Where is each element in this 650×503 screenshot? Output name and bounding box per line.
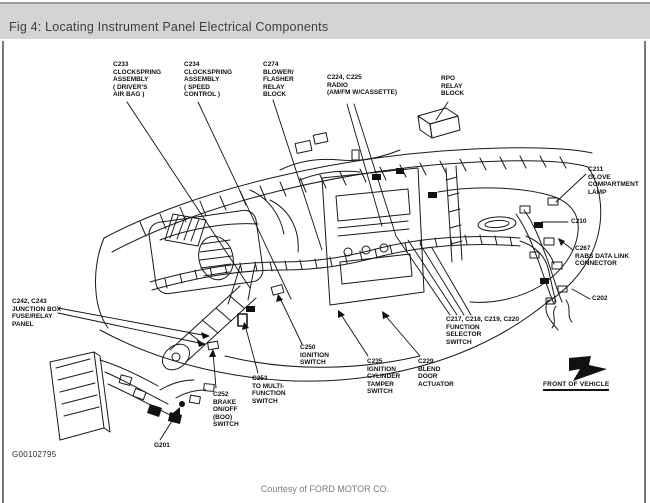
callout-text-line: ASSEMBLY — [184, 76, 220, 84]
figure-frame — [2, 41, 646, 503]
callout-text-line: DOOR — [418, 373, 438, 381]
callout-text-line: C202 — [592, 295, 608, 302]
callout-text-line: C234 — [184, 61, 200, 68]
callout-text-line: ASSEMBLY — [113, 76, 149, 84]
callout-text-line: SWITCH — [252, 397, 278, 405]
courtesy-footer: Courtesy of FORD MOTOR CO. — [260, 484, 390, 494]
figure-title-bar: Fig 4: Locating Instrument Panel Electri… — [0, 2, 650, 39]
callout-text-line: CLOCKSPRING — [184, 68, 233, 76]
callout-text-line: COMPARTMENT — [588, 181, 639, 189]
callout-c235-ignition-cylinder-tamper-switch: C235 IGNITION CYLINDER TAMPER SWITCH — [367, 358, 400, 396]
callout-c210: C210 — [571, 218, 587, 226]
callout-text-line: C253 — [252, 375, 268, 382]
callout-text-line: RELAY — [441, 82, 463, 90]
callout-text-line: IGNITION — [300, 351, 329, 359]
callout-text-line: C210 — [571, 218, 587, 225]
callout-c233-clockspring-drivers-airbag: C233 CLOCKSPRING ASSEMBLY ( DRIVER'S AIR… — [113, 61, 161, 99]
callout-text-line: TO MULTI- — [252, 382, 285, 390]
callout-c202: C202 — [592, 295, 608, 303]
callout-text-line: CYLINDER — [367, 373, 401, 381]
leader-lines — [57, 99, 591, 441]
callout-text-line: ( SPEED — [184, 83, 211, 91]
callout-text-line: RADIO — [327, 81, 348, 89]
figure-id: G00102795 — [12, 450, 57, 459]
callout-text-line: BLEND — [418, 365, 441, 373]
callout-text-line: C229 — [418, 358, 434, 365]
callout-text-line: TAMPER — [367, 380, 394, 388]
callout-text-line: GLOVE — [588, 173, 611, 181]
dashboard-line-art — [49, 107, 602, 441]
callout-text-line: BLOCK — [441, 90, 465, 98]
callout-text-line: JUNCTION BOX — [12, 305, 62, 313]
rpo-relay-block-shape — [417, 107, 461, 139]
callout-text-line: ( DRIVER'S — [113, 83, 148, 91]
callout-text-line: FUNCTION — [446, 323, 480, 331]
callout-text-line: C224, C225 — [327, 74, 362, 81]
callout-text-line: C252 — [213, 391, 229, 398]
callout-text-line: SWITCH — [446, 338, 472, 346]
callout-text-line: SWITCH — [213, 421, 239, 429]
callout-text-line: C274 — [263, 61, 279, 68]
callout-text-line: SELECTOR — [446, 331, 482, 339]
callout-c253-multi-function-switch: C253 TO MULTI- FUNCTION SWITCH — [252, 375, 286, 405]
callout-text-line: G201 — [154, 442, 170, 449]
junction-box-shape — [49, 351, 111, 441]
callout-text-line: BLOCK — [263, 91, 287, 99]
callout-text-line: C211 — [588, 166, 604, 173]
callout-text-line: BRAKE — [213, 398, 237, 406]
callout-c224-c225-radio: C224, C225 RADIO (AM/FM W/CASSETTE) — [327, 74, 397, 97]
callout-text-line: SWITCH — [300, 359, 326, 367]
callout-text-line: ON/OFF — [213, 406, 238, 414]
callout-text-line: C267 — [575, 245, 591, 252]
callout-c234-clockspring-speed-control: C234 CLOCKSPRING ASSEMBLY ( SPEED CONTRO… — [184, 61, 232, 99]
callout-text-line: PANEL — [12, 320, 34, 328]
callout-text-line: (AM/FM W/CASSETTE) — [327, 89, 398, 97]
callout-c274-blower-flasher-relay-block: C274 BLOWER/ FLASHER RELAY BLOCK — [263, 61, 294, 99]
callout-text-line: CONTROL ) — [184, 91, 220, 99]
callout-text-line: C233 — [113, 61, 129, 68]
front-of-vehicle-arrow-icon — [569, 356, 607, 381]
callout-text-line: CONNECTOR — [575, 260, 617, 268]
callout-text-line: C217, C218, C219, C220 — [446, 316, 519, 323]
callout-c229-blend-door-actuator: C229 BLEND DOOR ACTUATOR — [418, 358, 454, 388]
callout-text-line: IGNITION — [367, 365, 396, 373]
callout-c267-rabs-data-link-connector: C267 RABS DATA LINK CONNECTOR — [575, 245, 629, 268]
callout-text-line: FLASHER — [263, 76, 294, 84]
callout-c252-brake-on-off-switch: C252 BRAKE ON/OFF (BOO) SWITCH — [213, 391, 239, 429]
callout-text-line: AIR BAG ) — [113, 91, 145, 99]
callout-c217-c220-function-selector-switch: C217, C218, C219, C220 FUNCTION SELECTOR… — [446, 316, 519, 346]
callout-text-line: C250 — [300, 344, 316, 351]
callout-text-line: C242, C243 — [12, 298, 47, 305]
callout-text-line: C235 — [367, 358, 383, 365]
callout-g201-ground: G201 — [154, 442, 170, 450]
callout-text-line: RABS DATA LINK — [575, 252, 630, 260]
figure-title: Fig 4: Locating Instrument Panel Electri… — [9, 20, 329, 34]
callout-text-line: (BOO) — [213, 413, 233, 421]
front-of-vehicle-label: FRONT OF VEHICLE — [543, 381, 610, 391]
callout-c250-ignition-switch: C250 IGNITION SWITCH — [300, 344, 329, 367]
callout-text-line: FUNCTION — [252, 390, 286, 398]
callout-text-line: SWITCH — [367, 388, 393, 396]
callout-text-line: RELAY — [263, 83, 285, 91]
callout-text-line: BLOWER/ — [263, 68, 294, 76]
callout-rpo-relay-block: RPO RELAY BLOCK — [441, 75, 464, 98]
callout-text-line: LAMP — [588, 188, 607, 196]
callout-text-line: ACTUATOR — [418, 380, 454, 388]
callout-text-line: CLOCKSPRING — [113, 68, 162, 76]
callout-text-line: RPO — [441, 75, 456, 82]
callout-text-line: FUSE/RELAY — [12, 313, 53, 321]
callout-c242-c243-junction-box-fuse-relay-panel: C242, C243 JUNCTION BOX FUSE/RELAY PANEL — [12, 298, 61, 328]
callout-c211-glove-compartment-lamp: C211 GLOVE COMPARTMENT LAMP — [588, 166, 639, 196]
